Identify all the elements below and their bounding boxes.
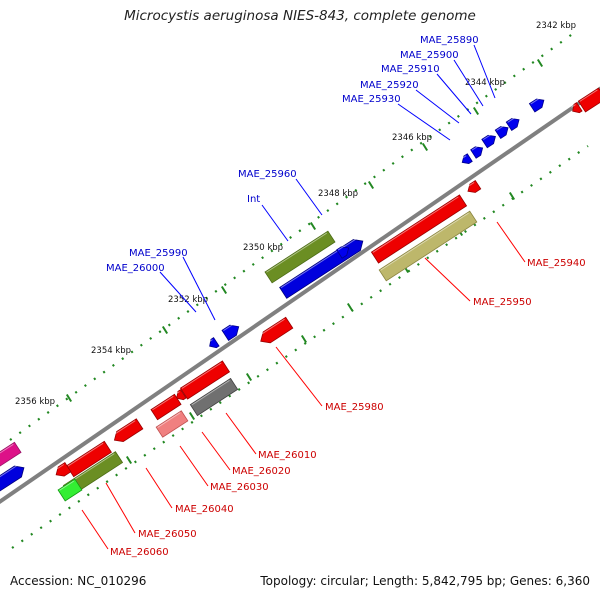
tick-label: 2352 kbp xyxy=(168,295,208,305)
major-tick-2 xyxy=(220,285,228,295)
gene-label: MAE_25940 xyxy=(527,258,586,269)
gene-mae-25980 xyxy=(258,316,294,344)
callout-line xyxy=(159,271,197,313)
tick-label: 2350 kbp xyxy=(243,243,283,253)
gene-mae-25940-small xyxy=(466,179,482,193)
major-tick-4 xyxy=(367,180,375,190)
gene-label: MAE_26010 xyxy=(258,450,317,461)
gene-mae-26000 xyxy=(208,337,220,349)
lower-major-tick-1 xyxy=(188,411,196,421)
callout-line xyxy=(473,44,496,99)
major-tick-3 xyxy=(309,221,317,231)
major-tick-1 xyxy=(161,325,169,335)
callout-line xyxy=(145,467,173,509)
tick-label: 2342 kbp xyxy=(536,21,576,31)
tick-label: 2356 kbp xyxy=(15,397,55,407)
callout-line xyxy=(261,204,289,242)
genome-backbone xyxy=(0,86,600,504)
callout-line xyxy=(295,178,323,216)
callout-line xyxy=(453,59,484,107)
major-tick-7 xyxy=(536,58,544,68)
gene-mae-25930-a xyxy=(470,145,484,159)
callout-line xyxy=(105,482,136,534)
gene-mae-26030 xyxy=(150,393,182,421)
gene-right-red xyxy=(577,87,600,113)
callout-line xyxy=(275,346,323,407)
major-tick-6 xyxy=(472,106,480,116)
upper-tick-track xyxy=(9,29,579,441)
gene-mae-26030-small xyxy=(175,389,187,401)
gene-label: MAE_26000 xyxy=(106,263,165,274)
gene-mae-26020 xyxy=(189,377,239,417)
gene-label: MAE_26030 xyxy=(210,482,269,493)
accession-text: Accession: NC_010296 xyxy=(10,574,147,588)
gene-mae-26060-small xyxy=(54,462,72,477)
gene-mae-25930-b xyxy=(460,153,473,164)
gene-mae-25890 xyxy=(528,97,545,113)
gene-label: MAE_26020 xyxy=(232,466,291,477)
gene-int-small xyxy=(336,245,350,259)
tick-label: 2354 kbp xyxy=(91,346,131,356)
gene-mae-26010 xyxy=(179,360,231,400)
tick-label: 2344 kbp xyxy=(465,78,505,88)
callout-line xyxy=(496,221,526,263)
gene-left-pink xyxy=(0,441,22,469)
gene-label: MAE_25920 xyxy=(360,80,419,91)
gene-label: MAE_25890 xyxy=(420,35,479,46)
gene-label: MAE_25960 xyxy=(238,169,297,180)
gene-label: Int xyxy=(247,194,260,205)
major-tick-5 xyxy=(421,142,429,152)
callout-line xyxy=(201,431,231,471)
major-tick-0 xyxy=(65,393,73,403)
gene-mae-25910 xyxy=(494,125,509,140)
lower-major-tick-4 xyxy=(346,302,354,312)
lower-major-tick-2 xyxy=(245,372,253,382)
lower-major-tick-3 xyxy=(300,334,308,344)
callout-line xyxy=(81,509,109,550)
gene-mae-26060 xyxy=(57,478,83,502)
gene-mae-25950 xyxy=(378,210,478,282)
gene-mae-26040-b xyxy=(112,418,144,443)
gene-left-blue xyxy=(0,463,25,495)
gene-label: MAE_25910 xyxy=(381,64,440,75)
gene-label: MAE_25900 xyxy=(400,50,459,61)
callout-line xyxy=(225,412,257,455)
callout-line xyxy=(424,257,471,302)
callout-line xyxy=(179,445,209,487)
lower-major-tick-0 xyxy=(125,455,133,465)
genome-summary-text: Topology: circular; Length: 5,842,795 bp… xyxy=(260,574,590,588)
gene-mae-25990 xyxy=(221,323,240,341)
gene-mae-25920 xyxy=(481,133,496,149)
callout-line xyxy=(436,73,472,115)
map-title: Microcystis aeruginosa NIES-843, complet… xyxy=(124,8,476,24)
tick-label: 2348 kbp xyxy=(318,189,358,199)
gene-label: MAE_26060 xyxy=(110,547,169,558)
callout-line xyxy=(415,89,460,124)
gene-int xyxy=(264,230,336,284)
callout-line xyxy=(182,256,216,321)
gene-right-red-small xyxy=(571,102,583,114)
gene-mae-26040 xyxy=(155,410,189,438)
gene-label: MAE_26050 xyxy=(138,529,197,540)
lower-major-tick-7 xyxy=(508,191,516,201)
callout-line xyxy=(397,103,451,141)
gene-mae-25940 xyxy=(370,194,468,264)
tick-label: 2346 kbp xyxy=(392,133,432,143)
gene-label: MAE_25990 xyxy=(129,248,188,259)
gene-label: MAE_25980 xyxy=(325,402,384,413)
gene-mae-26050-a xyxy=(66,440,112,478)
gene-label: MAE_25950 xyxy=(473,297,532,308)
gene-label: MAE_25930 xyxy=(342,94,401,105)
gene-label: MAE_26040 xyxy=(175,504,234,515)
gene-mae-25900 xyxy=(505,117,520,132)
